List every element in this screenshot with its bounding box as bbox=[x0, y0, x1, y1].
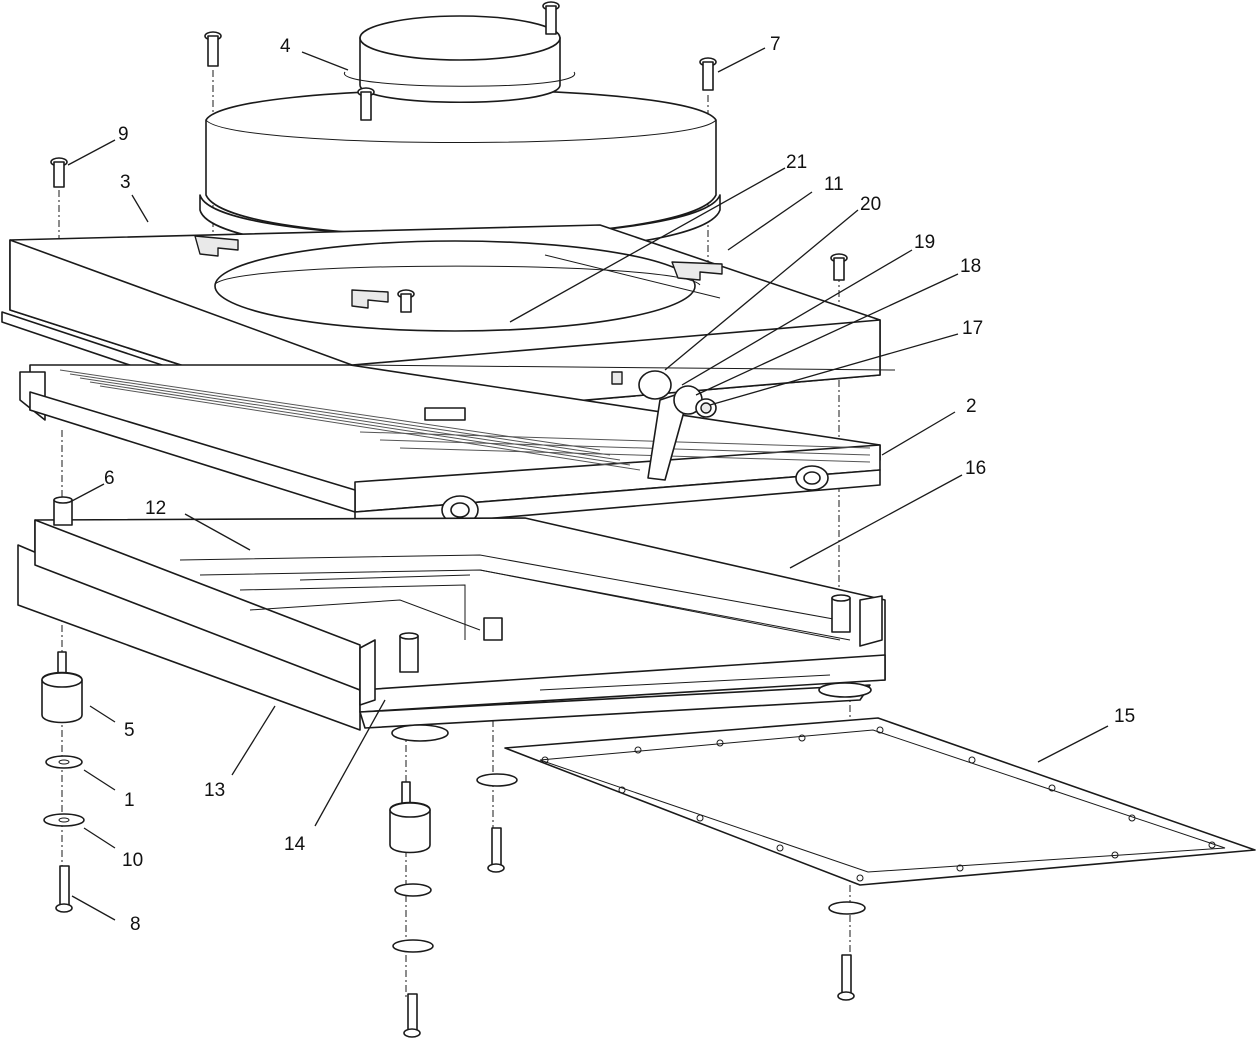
bolt-top-2 bbox=[542, 1, 560, 35]
callout-13: 13 bbox=[204, 780, 225, 801]
standoff-spacers bbox=[53, 496, 851, 673]
bolt-top-4 bbox=[357, 87, 375, 121]
callout-5: 5 bbox=[124, 720, 135, 741]
plate-fastener-holes bbox=[541, 726, 1216, 882]
callout-10: 10 bbox=[122, 850, 143, 871]
blower-fan bbox=[199, 15, 721, 255]
leader-lines bbox=[67, 47, 1109, 921]
callout-21: 21 bbox=[786, 152, 807, 173]
callout-18: 18 bbox=[960, 256, 981, 277]
callout-labels: 4 7 9 3 21 11 20 19 18 17 2 16 6 12 5 1 … bbox=[104, 34, 1135, 935]
cover-plate bbox=[504, 717, 1256, 886]
bolt-bottom-3 bbox=[487, 827, 505, 873]
bolt-mid-1 bbox=[830, 253, 848, 281]
callout-1: 1 bbox=[124, 790, 135, 811]
bolts bbox=[50, 1, 855, 1038]
callout-4: 4 bbox=[280, 36, 291, 57]
bolt-bottom-2 bbox=[403, 993, 421, 1038]
callout-17: 17 bbox=[962, 318, 983, 339]
callout-7: 7 bbox=[770, 34, 781, 55]
callout-11: 11 bbox=[824, 174, 844, 195]
callout-3: 3 bbox=[120, 172, 131, 193]
bolt-mid-2 bbox=[397, 289, 415, 313]
bolt-top-1 bbox=[204, 31, 222, 67]
speed-clips bbox=[194, 235, 723, 309]
washers bbox=[43, 682, 872, 953]
isolator-mounts bbox=[41, 651, 431, 854]
callout-8: 8 bbox=[130, 914, 141, 935]
callout-14: 14 bbox=[284, 834, 306, 855]
base-frame bbox=[17, 517, 886, 731]
drain-valve bbox=[638, 370, 717, 481]
callout-12: 12 bbox=[145, 498, 166, 519]
callout-19: 19 bbox=[914, 232, 935, 253]
callout-9: 9 bbox=[118, 124, 129, 145]
callout-15: 15 bbox=[1114, 706, 1135, 727]
callout-2: 2 bbox=[966, 396, 977, 417]
bolt-9 bbox=[50, 157, 68, 188]
callout-6: 6 bbox=[104, 468, 115, 489]
bolt-bottom-4 bbox=[837, 954, 855, 1001]
bolt-8 bbox=[55, 865, 73, 913]
callout-20: 20 bbox=[860, 194, 881, 215]
bolt-top-3 bbox=[699, 57, 717, 91]
callout-16: 16 bbox=[965, 458, 986, 479]
